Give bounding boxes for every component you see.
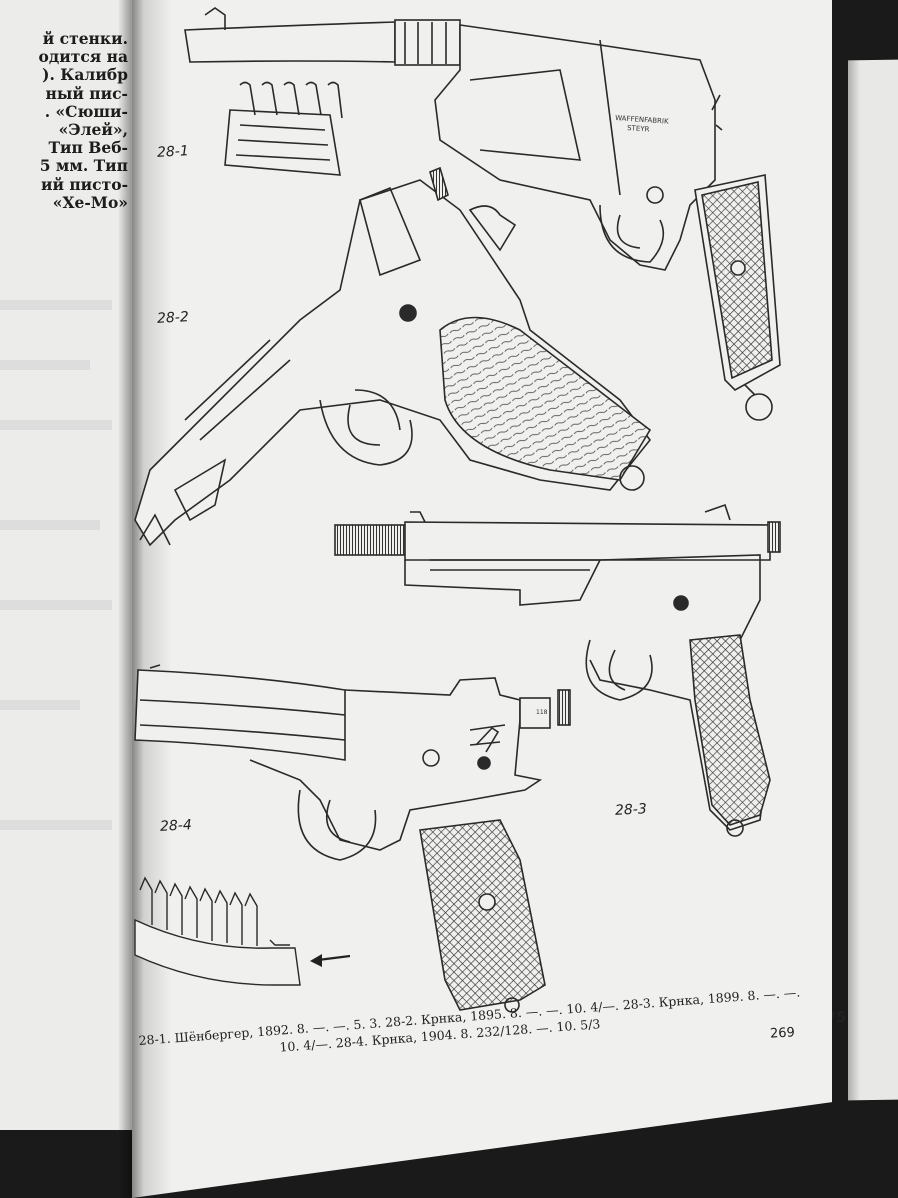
left-page-text: й стенки. одится на ). Калибр ный пис- .… <box>0 29 129 212</box>
arrow-icon <box>310 954 351 967</box>
left-page: й стенки. одится на ). Калибр ный пис- .… <box>0 0 132 1130</box>
figure-28-1 <box>184 7 781 421</box>
figure-28-2 <box>134 166 652 547</box>
engraving-line1: WAFFENFABRIK <box>615 114 669 126</box>
figure-28-3 <box>334 503 781 837</box>
figure-label-28-4: 28-4 <box>159 817 193 835</box>
left-line: Тип Веб- <box>48 138 128 158</box>
show-through-text <box>0 600 112 610</box>
figure-label-28-3: 28-3 <box>614 801 648 819</box>
left-line: ный пис- <box>45 83 129 103</box>
book-gutter <box>118 0 144 1198</box>
show-through-text <box>0 360 90 370</box>
figure-28-4 <box>134 664 571 1013</box>
show-through-text <box>0 820 112 830</box>
left-line: «Хе-Мо» <box>52 192 128 212</box>
inner-page-number: 269 <box>769 1025 796 1042</box>
left-line: ). Калибр <box>42 65 128 85</box>
left-line: й стенки. <box>42 29 128 48</box>
left-line: ий писто- <box>40 174 128 194</box>
show-through-text <box>0 520 100 530</box>
figure-label-28-2: 28-2 <box>156 309 190 327</box>
left-line: 5 мм. Тип <box>39 156 128 176</box>
show-through-text <box>0 700 80 710</box>
show-through-text <box>0 300 112 310</box>
left-line: . «Сюши- <box>44 101 128 121</box>
engraving-line2: STEYR <box>627 124 650 134</box>
show-through-text <box>0 420 112 430</box>
figure-label-28-1: 28-1 <box>156 143 190 161</box>
left-line: «Элей», <box>58 120 128 140</box>
serial-marking: 118 <box>536 709 548 716</box>
left-line: одится на <box>38 47 128 67</box>
cartridge-clip <box>134 876 301 986</box>
